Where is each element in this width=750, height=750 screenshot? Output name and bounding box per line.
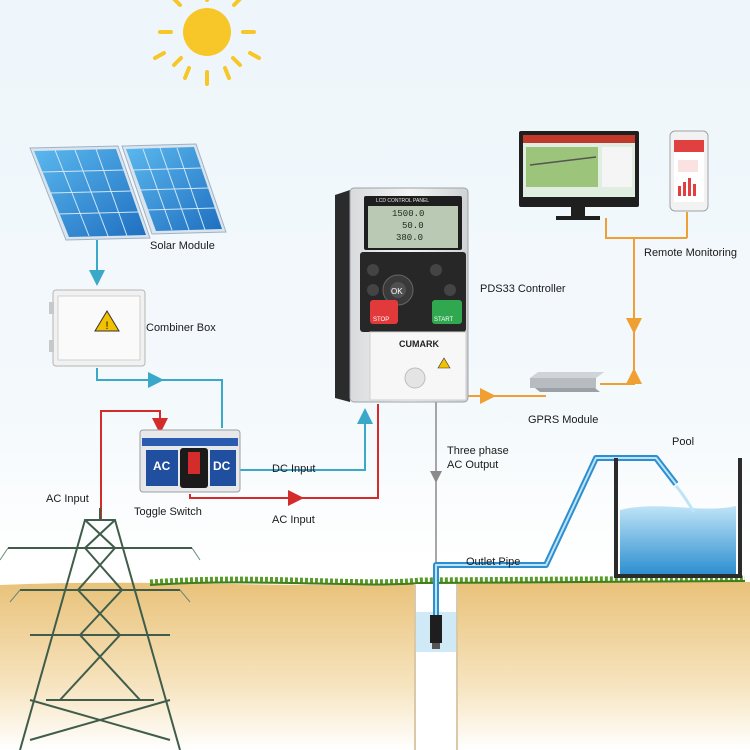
toggle-switch xyxy=(139,429,241,493)
switch-face-ac: AC xyxy=(153,459,171,473)
ground xyxy=(0,575,750,750)
gprs-module xyxy=(530,372,604,392)
warning-icon xyxy=(94,310,120,332)
pump xyxy=(430,615,442,649)
label-gprs-module: GPRS Module xyxy=(528,414,599,426)
label-three-phase-line2: AC Output xyxy=(447,459,499,471)
phone-icon xyxy=(669,130,709,212)
label-remote-monitoring: Remote Monitoring xyxy=(644,247,737,259)
outlet-pipe-highlight xyxy=(435,457,677,620)
label-combiner-box: Combiner Box xyxy=(146,322,216,334)
label-toggle-switch: Toggle Switch xyxy=(134,506,202,518)
transmission-tower xyxy=(0,508,201,750)
label-controller: PDS33 Controller xyxy=(480,283,566,295)
dc-line xyxy=(89,240,373,471)
label-ac-input-bottom: AC Input xyxy=(272,514,315,526)
start-key: START xyxy=(434,317,454,323)
solar-panel-icon xyxy=(29,143,227,241)
label-solar-module: Solar Module xyxy=(150,240,215,252)
controller-panel-header: LCD CONTROL PANEL xyxy=(376,198,430,204)
brand-logo: CUMARK xyxy=(399,339,439,349)
controller-readout-2: 50.0 xyxy=(402,221,424,231)
svg-text:!: ! xyxy=(105,320,108,332)
sun-icon xyxy=(153,0,261,86)
stop-key: STOP xyxy=(373,317,390,323)
label-dc-input: DC Input xyxy=(272,463,316,475)
switch-face-dc: DC xyxy=(213,459,231,473)
pds33-controller xyxy=(335,187,469,403)
label-outlet-pipe: Outlet Pipe xyxy=(466,556,521,568)
pool xyxy=(614,458,742,578)
monitor-icon xyxy=(519,131,639,220)
label-pool: Pool xyxy=(672,436,695,448)
controller-readout-1: 1500.0 xyxy=(392,209,425,219)
ac-line xyxy=(100,404,379,520)
combiner-box: ! xyxy=(49,289,146,367)
ok-key: OK xyxy=(391,287,403,296)
label-three-phase-line1: Three phase xyxy=(447,445,509,457)
controller-readout-3: 380.0 xyxy=(396,233,424,243)
label-ac-input-left: AC Input xyxy=(46,493,89,505)
